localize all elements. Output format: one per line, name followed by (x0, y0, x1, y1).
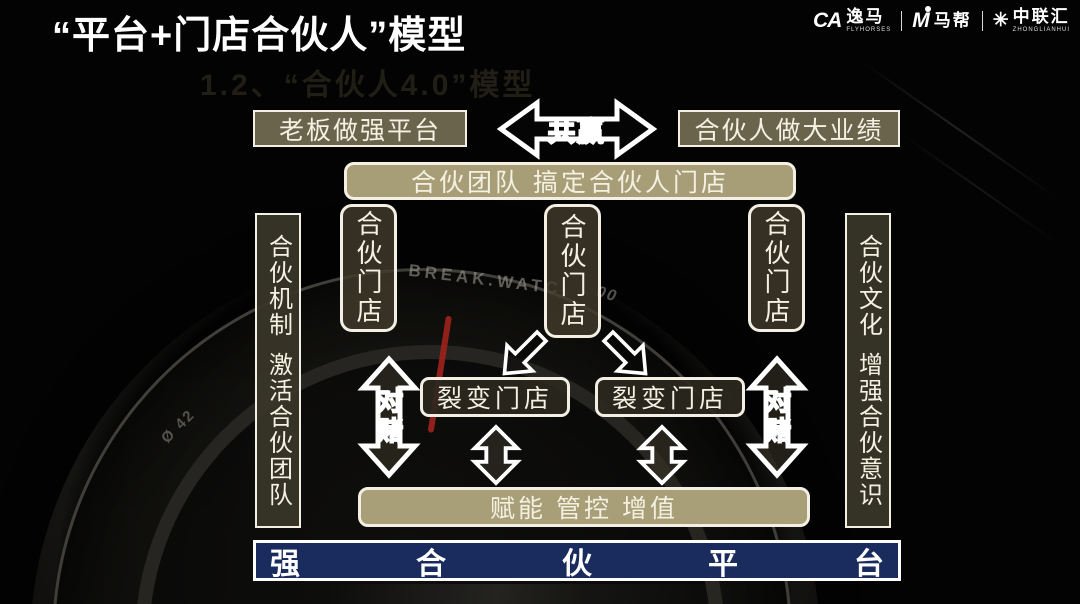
split-store-box-1: 裂变门店 (420, 377, 570, 417)
logo-divider (901, 10, 903, 31)
boss-platform-box: 老板做强平台 (253, 110, 467, 147)
bracelet-highlight (330, 584, 750, 604)
ca-monogram-icon: CA (812, 8, 842, 32)
bet-double-arrow-left (357, 355, 421, 479)
small-double-arrow-right (636, 424, 688, 486)
bottom-bar-char-4: 平 (708, 547, 738, 581)
bet-label-right: 对赌 (761, 386, 793, 448)
bottom-bar-char-2: 合 (416, 547, 446, 581)
small-double-arrow-left (470, 424, 522, 486)
brand-mabang: M 马帮 (912, 5, 972, 33)
partner-team-bar: 合伙团队 搞定合伙人门店 (344, 162, 796, 200)
snowflake-icon: ✳ (992, 10, 1009, 31)
bottom-bar-char-5: 台 (854, 547, 884, 581)
partner-store-box-3: 合伙门店 (748, 204, 805, 332)
mechanism-side-bar-line1: 合伙机制 (264, 233, 292, 338)
logo-divider (981, 10, 983, 31)
split-store-box-2: 裂变门店 (595, 377, 745, 417)
bet-label-left: 对赌 (373, 386, 405, 448)
brand-zhonglianhui-subtitle: ZHONGLIANHUI (1012, 27, 1070, 33)
brand-yima: CA 逸马 FLYHORSES (813, 8, 891, 33)
light-streak (897, 130, 1063, 248)
partner-store-box-1: 合伙门店 (340, 204, 397, 332)
brand-zhonglianhui-name: 中联汇 (1012, 7, 1070, 26)
strong-partner-platform-bar: 强 合 伙 平 台 (253, 540, 901, 581)
bottom-bar-char-3: 伙 (562, 547, 592, 581)
down-left-arrow (487, 319, 559, 391)
brand-zhonglianhui: ✳ 中联汇 ZHONGLIANHUI (993, 8, 1070, 33)
bottom-bar-char-1: 强 (270, 547, 300, 581)
watermark-subtitle: 1.2、“合伙人4.0”模型 (200, 69, 536, 102)
winwin-label: 共赢 (547, 116, 606, 148)
culture-side-bar-line1: 合伙文化 (854, 233, 882, 338)
logo-bar: CA 逸马 FLYHORSES M 马帮 ✳ 中联汇 ZHONGLIANHUI (813, 5, 1070, 33)
mechanism-side-bar-line2: 激活合伙团队 (264, 351, 292, 508)
brand-yima-name: 逸马 (846, 7, 885, 26)
winwin-double-arrow (496, 97, 658, 161)
mechanism-side-bar: 合伙机制 激活合伙团队 (255, 213, 301, 528)
bet-double-arrow-right (745, 355, 809, 479)
down-right-arrow (591, 319, 663, 391)
enable-control-value-bar: 赋能 管控 增值 (358, 487, 810, 527)
brand-yima-subtitle: FLYHORSES (846, 27, 892, 33)
m-monogram-icon: M (912, 5, 931, 32)
partner-performance-box: 合伙人做大业绩 (678, 110, 900, 147)
page-title: “平台+门店合伙人”模型 (52, 15, 467, 57)
culture-side-bar: 合伙文化 增强合伙意识 (845, 213, 891, 528)
culture-side-bar-line2: 增强合伙意识 (854, 351, 882, 508)
partner-store-box-2: 合伙门店 (544, 204, 601, 338)
brand-mabang-name: 马帮 (933, 11, 972, 30)
